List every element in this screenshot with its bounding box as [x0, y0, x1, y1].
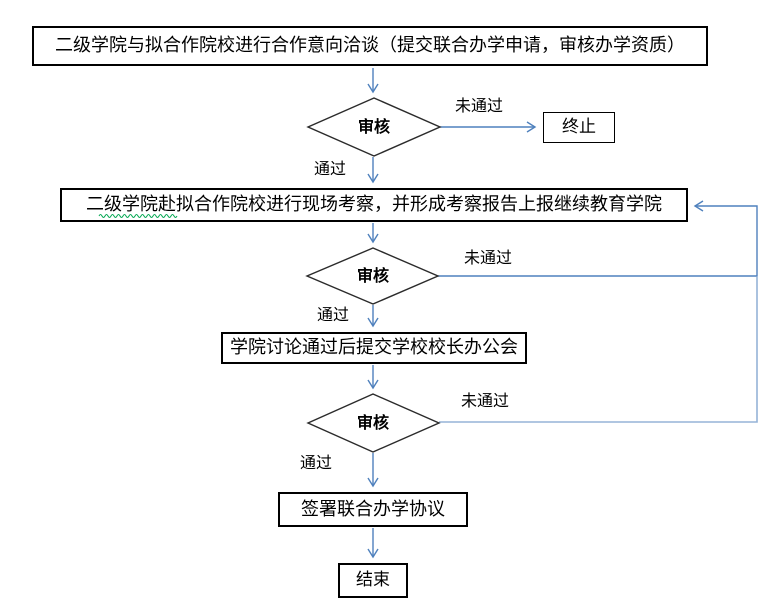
- edge-fail3-line: [439, 277, 758, 423]
- diamond-review2: [305, 247, 440, 305]
- node-terminate: 终止: [543, 112, 615, 143]
- node-negotiate-label: 二级学院与拟合作院校进行合作意向洽谈（提交联合办学申请，审核办学资质）: [55, 35, 685, 56]
- edge-pass2-label: 通过: [317, 305, 350, 324]
- node-president-meeting-label: 学院讨论通过后提交学校校长办公会: [230, 337, 518, 358]
- node-finish: 结束: [338, 563, 408, 598]
- diamond-review1-label: 审核: [357, 117, 391, 136]
- node-sign-agreement: 签署联合办学协议: [278, 492, 468, 527]
- diamond-review2-label: 审核: [356, 266, 390, 285]
- diamond-review1: [306, 97, 442, 157]
- edge-pass1-label: 通过: [314, 159, 347, 178]
- edge-fail2-line: [438, 200, 758, 277]
- edge-fail2-label: 未通过: [464, 248, 513, 267]
- node-terminate-label: 终止: [562, 117, 596, 137]
- node-sign-agreement-label: 签署联合办学协议: [301, 498, 445, 520]
- edge-fail3-label: 未通过: [461, 391, 510, 410]
- node-president-meeting: 学院讨论通过后提交学校校长办公会: [221, 332, 527, 364]
- node-negotiate: 二级学院与拟合作院校进行合作意向洽谈（提交联合办学申请，审核办学资质）: [32, 26, 708, 66]
- diamond-review3: [306, 393, 441, 453]
- diamond-review3-label: 审核: [356, 413, 390, 432]
- node-finish-label: 结束: [356, 570, 390, 590]
- node-site-visit: 二级学院赴拟合作院校进行现场考察，并形成考察报告上报继续教育学院: [60, 188, 688, 222]
- edge-fail1-label: 未通过: [455, 96, 504, 115]
- edge-pass3-label: 通过: [300, 453, 333, 472]
- node-site-visit-label: 二级学院赴拟合作院校进行现场考察，并形成考察报告上报继续教育学院: [86, 194, 662, 215]
